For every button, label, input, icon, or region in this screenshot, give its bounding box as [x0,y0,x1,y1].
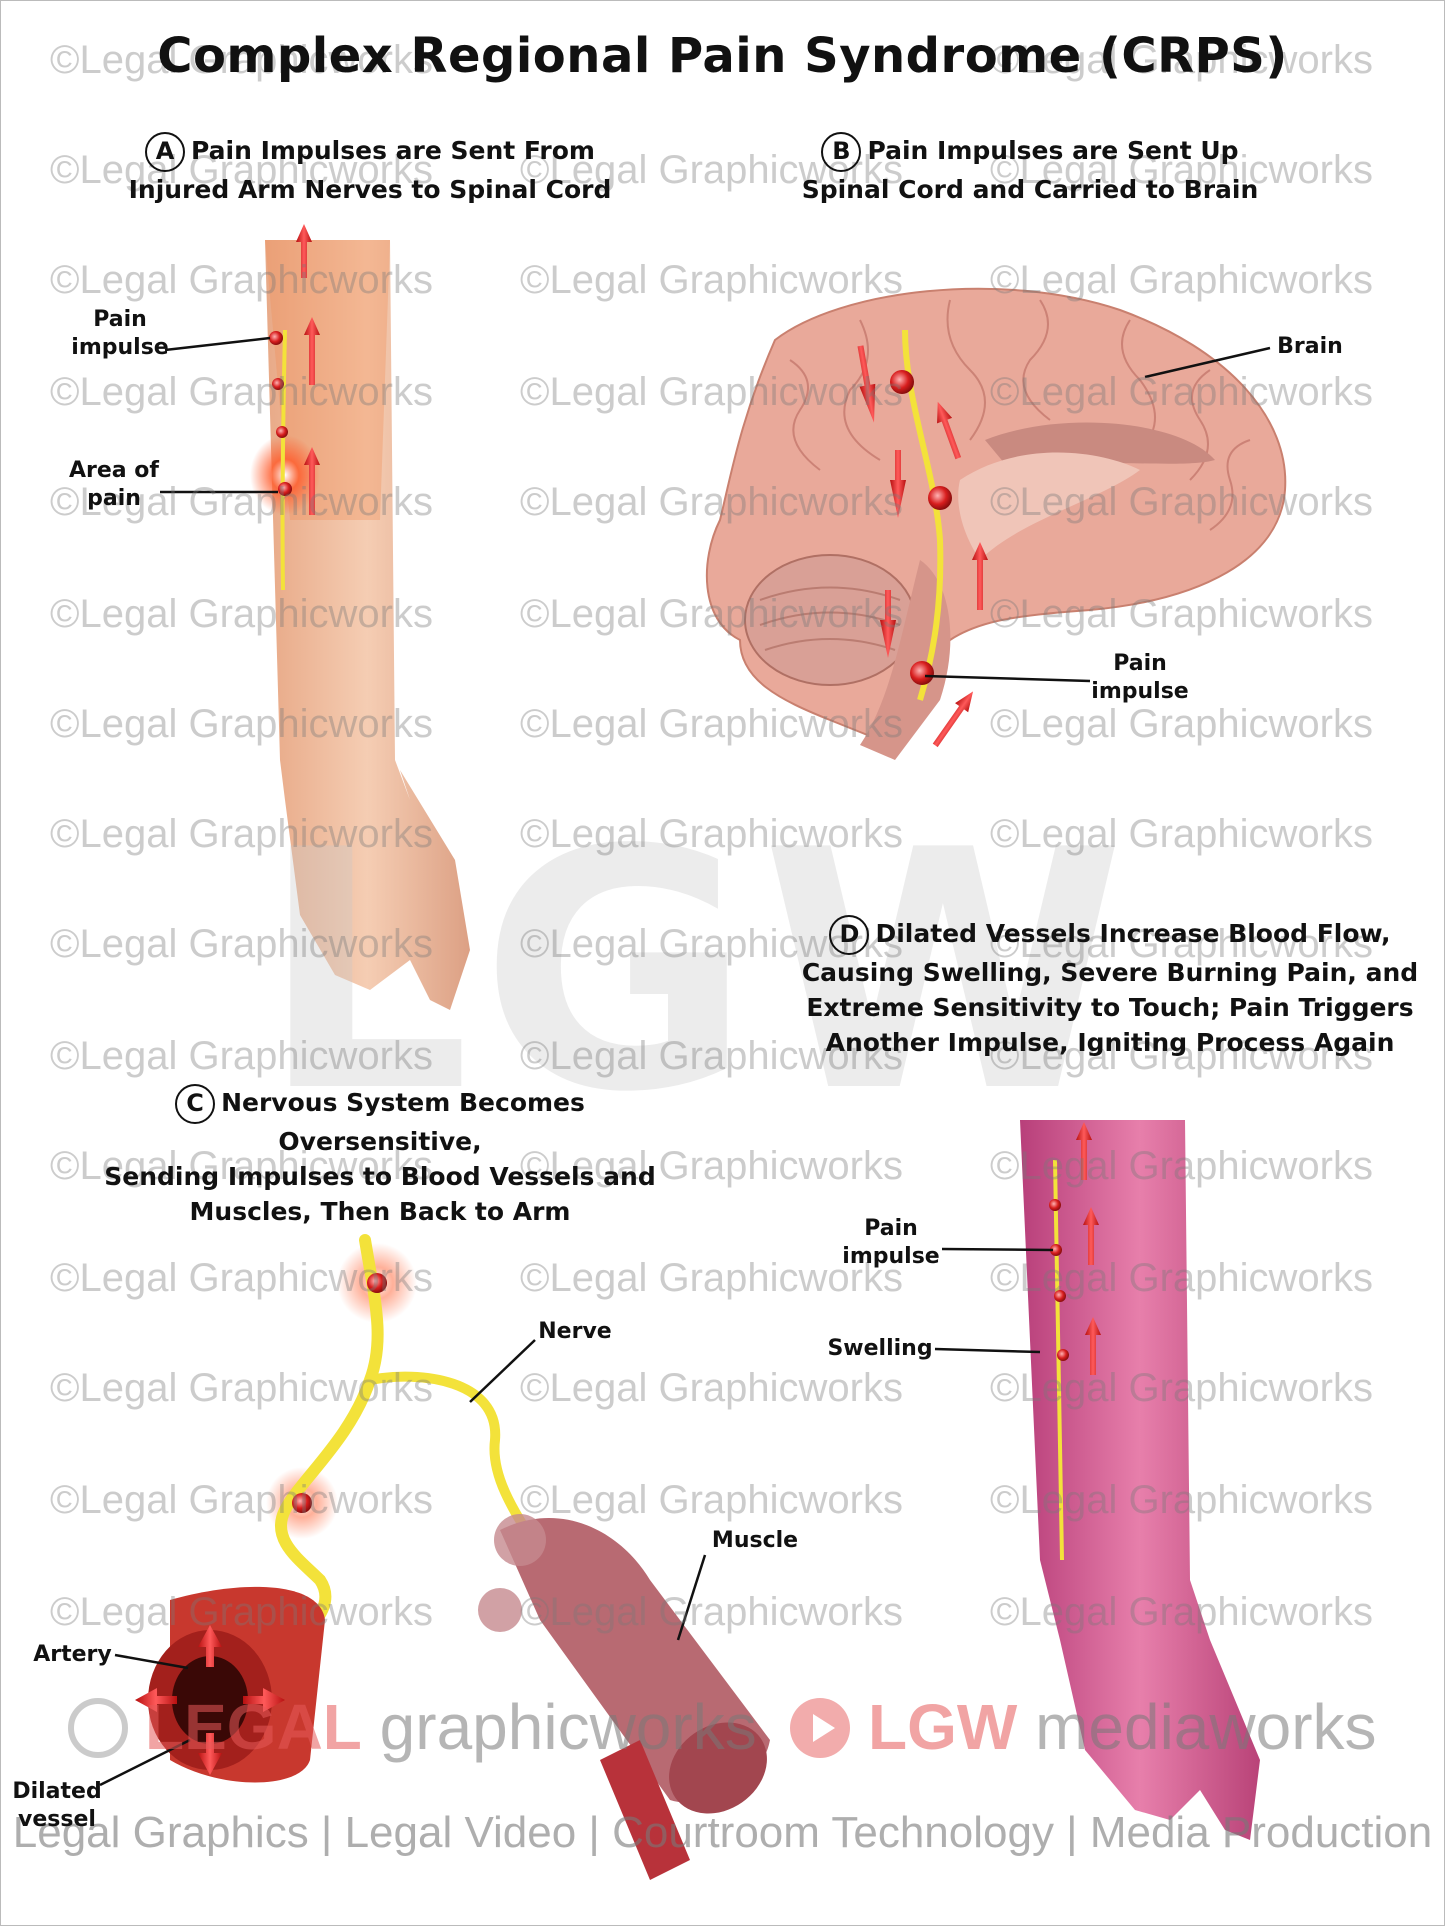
panel-a-title-line1: Pain Impulses are Sent From [191,136,595,165]
leader-artery-c [114,1653,189,1670]
arm-illustration-a [250,240,470,1010]
leader-pain-impulse-d [941,1247,1054,1252]
leader-dilated-vessel-c [99,1738,191,1787]
label-area-of-pain-a: Area of pain [69,458,159,511]
label-swelling-d: Swelling [827,1336,933,1361]
figure-title: Complex Regional Pain Syndrome (CRPS) [157,28,1288,84]
panel-d-title-line4: Another Impulse, Igniting Process Again [825,1028,1395,1057]
brand-lgw-mediaworks: LGW mediaworks [868,1690,1377,1764]
impulse-dots-a [269,331,292,496]
label-dilated-vessel-c: Dilated vessel [12,1779,102,1832]
brand-right-text: mediaworks [1035,1691,1377,1763]
panel-c-letter: C [175,1084,216,1124]
brain-illustration [705,287,1287,760]
panel-d-title-line3: Extreme Sensitivity to Touch; Pain Trigg… [806,993,1414,1022]
lgw-watermark-logo: LGW [260,780,1136,1164]
panel-c-title-line3: Muscles, Then Back to Arm [189,1197,571,1226]
impulse-dots-d [1049,1199,1069,1361]
play-logo-icon [790,1698,850,1758]
panel-b-title-line1: Pain Impulses are Sent Up [867,136,1239,165]
label-brain-b: Brain [1277,334,1343,359]
panel-d-letter: D [829,915,870,955]
panel-a-title-line2: Injured Arm Nerves to Spinal Cord [128,175,612,204]
arrows-d [1076,1122,1101,1375]
arrows-a [296,224,320,515]
brand-tagline: Legal Graphics | Legal Video | Courtroom… [12,1808,1433,1857]
magnifier-logo-icon [68,1698,128,1758]
panel-b-letter: B [821,132,862,172]
leader-pain-impulse-b [924,674,1091,683]
impulse-dots-b [890,370,952,685]
label-pain-impulse-a: Pain impulse [71,307,169,360]
brand-right-bold: LGW [868,1691,1018,1763]
panel-d-title-line1: Dilated Vessels Increase Blood Flow, [875,919,1391,948]
leader-nerve-c [469,1339,536,1403]
label-pain-impulse-d: Pain impulse [842,1216,940,1269]
leader-pain-impulse-a [164,336,271,352]
brand-legal-graphicworks: LEGAL graphicworks [145,1690,757,1764]
panel-c-title-line1: Nervous System Becomes Oversensitive, [221,1088,585,1156]
muscle-illustration [478,1514,770,1880]
brand-left-bold: LEGAL [145,1691,362,1763]
label-muscle-c: Muscle [711,1528,799,1553]
brand-left-text: graphicworks [379,1691,757,1763]
arrows-b [857,345,988,748]
label-pain-impulse-b: Pain impulse [1091,651,1189,704]
swollen-arm-illustration [1020,1120,1260,1840]
label-nerve-c: Nerve [538,1319,612,1344]
leader-muscle-c [676,1554,707,1641]
panel-d-title-line2: Causing Swelling, Severe Burning Pain, a… [801,958,1419,987]
leader-swelling-d [934,1347,1041,1354]
artery-illustration [135,1586,325,1783]
panel-a-letter: A [145,132,186,172]
panel-b-title-line2: Spinal Cord and Carried to Brain [801,175,1259,204]
label-artery-c: Artery [33,1642,112,1667]
leader-brain-b [1144,346,1271,379]
panel-c-title-line2: Sending Impulses to Blood Vessels and [104,1162,656,1191]
